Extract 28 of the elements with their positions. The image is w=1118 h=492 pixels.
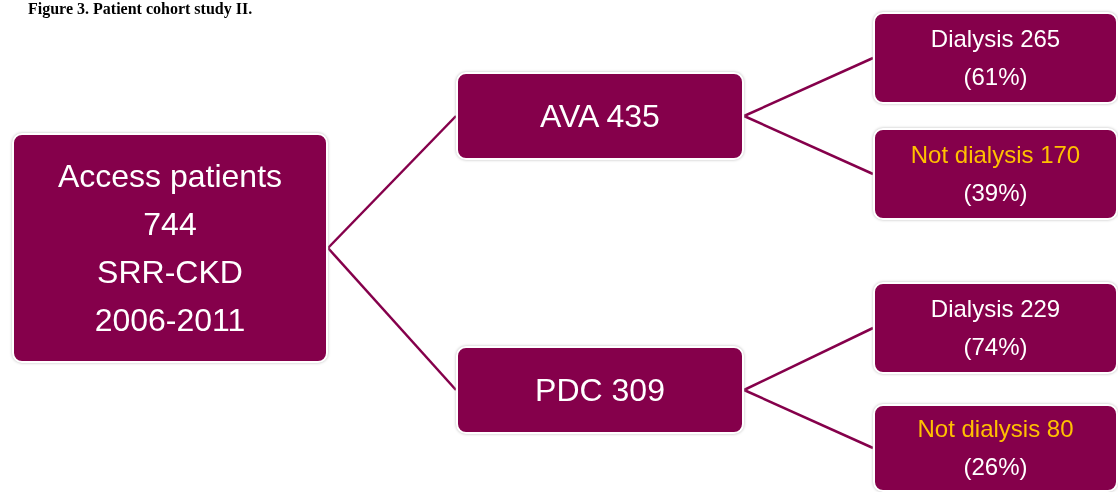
box-text: Dialysis 265: [930, 24, 1061, 54]
flow-box: [873, 12, 1118, 104]
flow-box: [873, 128, 1118, 220]
connector-line: [743, 326, 874, 392]
flow-box: [456, 72, 744, 160]
box-text: 744: [143, 205, 197, 244]
box-text: SRR-CKD: [97, 253, 243, 292]
box-text: Access patients: [57, 157, 283, 196]
box-text: (26%): [963, 452, 1028, 482]
box-text: (74%): [963, 332, 1028, 362]
flow-box: [456, 346, 744, 434]
flow-box: [873, 404, 1118, 492]
box-text: (39%): [963, 178, 1028, 208]
connector-line: [743, 388, 874, 450]
figure-title: Figure 3. Patient cohort study II.: [28, 0, 253, 18]
connector-line: [743, 114, 874, 176]
box-text: 2006-2011: [94, 301, 246, 340]
box-text: Dialysis 229: [930, 294, 1061, 324]
connector-line: [327, 247, 457, 391]
connector-line: [327, 115, 457, 249]
box-text: Not dialysis 80: [917, 414, 1074, 444]
flow-box: [873, 282, 1118, 374]
box-text: (61%): [963, 62, 1028, 92]
box-text: Not dialysis 170: [910, 140, 1081, 170]
flow-box: [12, 133, 328, 363]
box-text: AVA 435: [540, 97, 660, 136]
box-text: PDC 309: [535, 371, 665, 410]
connector-line: [743, 56, 874, 118]
